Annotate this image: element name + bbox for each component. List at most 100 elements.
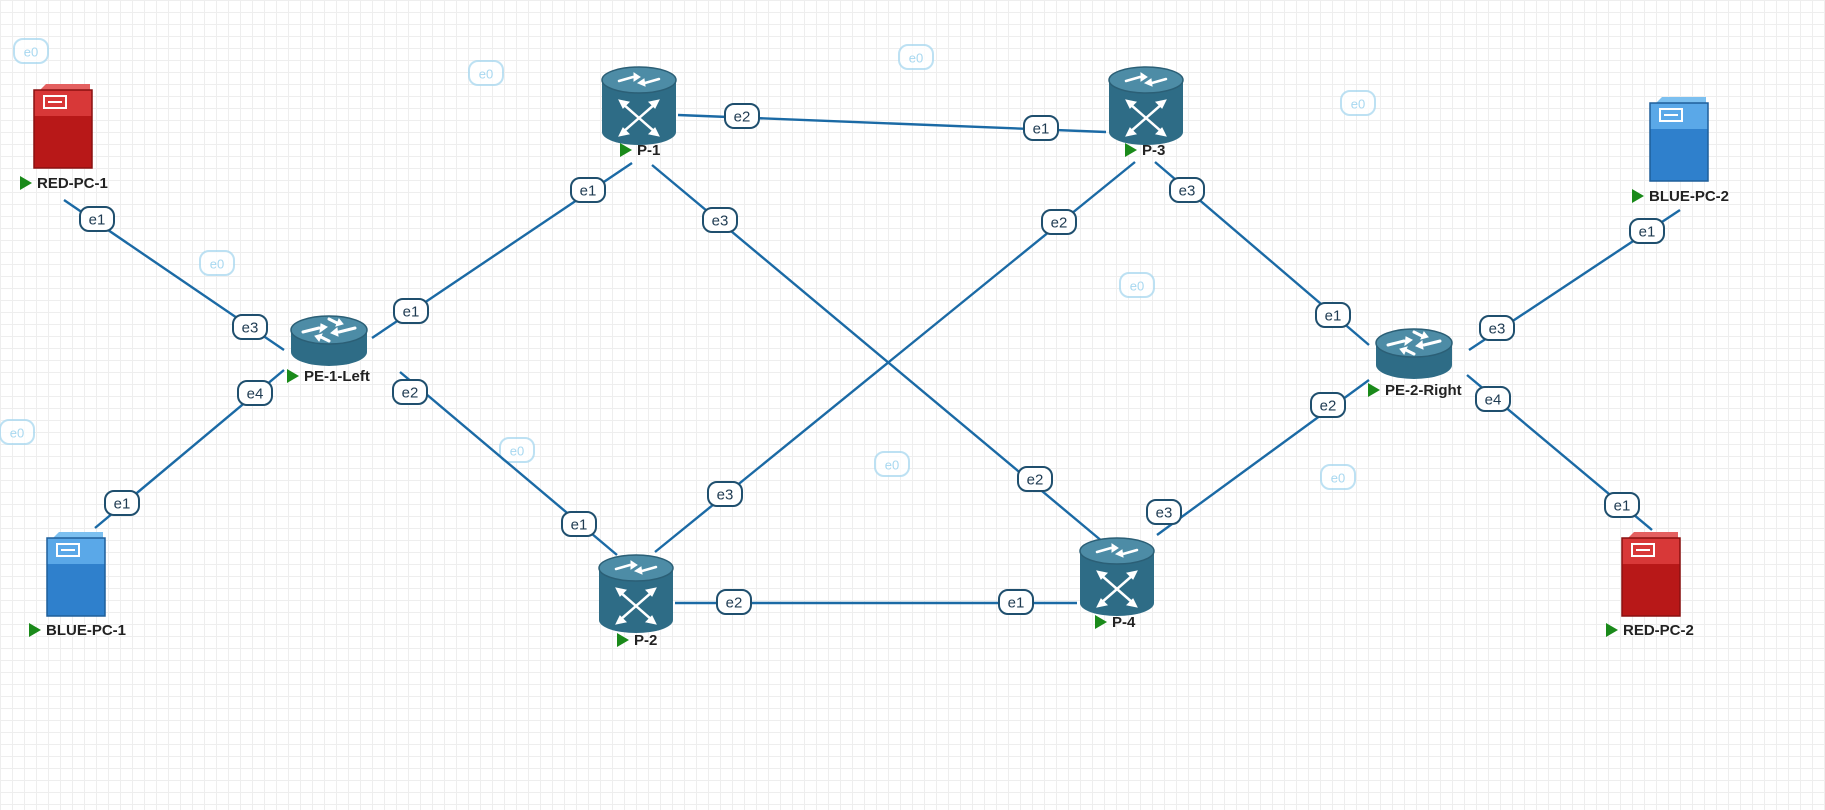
- unconnected-port-badge[interactable]: e0: [468, 60, 504, 86]
- port-label: e1: [1033, 121, 1050, 138]
- node-red-pc-2[interactable]: RED-PC-2: [1606, 531, 1694, 639]
- play-icon[interactable]: [1632, 189, 1644, 203]
- pc-icon[interactable]: [1621, 531, 1681, 617]
- port-label: e0: [885, 458, 899, 473]
- port-label: e0: [210, 257, 224, 272]
- pc-icon[interactable]: [46, 531, 106, 617]
- play-icon[interactable]: [617, 633, 629, 647]
- unconnected-port-badge[interactable]: e0: [874, 451, 910, 477]
- port-label: e2: [734, 109, 751, 126]
- port-badge-p-2-e1[interactable]: e1: [561, 511, 597, 537]
- router-icon[interactable]: [1374, 327, 1454, 381]
- port-label: e2: [1320, 398, 1337, 415]
- core-switch-icon[interactable]: [1078, 536, 1156, 618]
- play-icon[interactable]: [287, 369, 299, 383]
- play-icon[interactable]: [1095, 615, 1107, 629]
- port-badge-red-pc-2-e1[interactable]: e1: [1604, 492, 1640, 518]
- port-label: e4: [247, 386, 264, 403]
- port-badge-pe-1-left-e3[interactable]: e3: [232, 314, 268, 340]
- port-label: e3: [1156, 505, 1173, 522]
- unconnected-port-badge[interactable]: e0: [1340, 90, 1376, 116]
- port-badge-p-1-e3[interactable]: e3: [702, 207, 738, 233]
- node-p-2[interactable]: P-2: [597, 553, 675, 649]
- port-label: e0: [10, 426, 24, 441]
- node-p-1[interactable]: P-1: [600, 65, 678, 159]
- port-badge-blue-pc-1-e1[interactable]: e1: [104, 490, 140, 516]
- port-badge-p-1-e1[interactable]: e1: [570, 177, 606, 203]
- play-icon[interactable]: [20, 176, 32, 190]
- port-badge-pe-2-right-e4[interactable]: e4: [1475, 386, 1511, 412]
- node-red-pc-1[interactable]: RED-PC-1: [20, 83, 108, 192]
- router-icon[interactable]: [289, 314, 369, 368]
- port-badge-pe-1-left-e1[interactable]: e1: [393, 298, 429, 324]
- node-label: PE-2-Right: [1385, 382, 1462, 399]
- port-label: e0: [1331, 471, 1345, 486]
- port-label: e1: [571, 517, 588, 534]
- pc-icon[interactable]: [1649, 96, 1709, 182]
- node-blue-pc-1[interactable]: BLUE-PC-1: [29, 531, 126, 639]
- port-label: e2: [1051, 215, 1068, 232]
- unconnected-port-badge[interactable]: e0: [0, 419, 35, 445]
- port-badge-p-2-e2[interactable]: e2: [716, 589, 752, 615]
- node-label: BLUE-PC-2: [1649, 188, 1729, 205]
- unconnected-port-badge[interactable]: e0: [898, 44, 934, 70]
- port-label: e2: [402, 385, 419, 402]
- port-label: e3: [242, 320, 259, 337]
- port-label: e1: [1008, 595, 1025, 612]
- port-label: e3: [1489, 321, 1506, 338]
- port-label: e2: [1027, 472, 1044, 489]
- node-label: RED-PC-1: [37, 175, 108, 192]
- unconnected-port-badge[interactable]: e0: [13, 38, 49, 64]
- play-icon[interactable]: [1125, 143, 1137, 157]
- unconnected-port-badge[interactable]: e0: [1119, 272, 1155, 298]
- core-switch-icon[interactable]: [600, 65, 678, 147]
- port-label: e1: [403, 304, 420, 321]
- node-p-3[interactable]: P-3: [1107, 65, 1185, 159]
- port-label: e0: [1130, 279, 1144, 294]
- node-blue-pc-2[interactable]: BLUE-PC-2: [1632, 96, 1729, 205]
- port-label: e0: [24, 45, 38, 60]
- port-label: e2: [726, 595, 743, 612]
- unconnected-port-badge[interactable]: e0: [199, 250, 235, 276]
- play-icon[interactable]: [1368, 383, 1380, 397]
- port-badge-p-3-e1[interactable]: e1: [1023, 115, 1059, 141]
- port-badge-p-3-e3[interactable]: e3: [1169, 177, 1205, 203]
- port-badge-p-2-e3[interactable]: e3: [707, 481, 743, 507]
- port-badge-p-4-e2[interactable]: e2: [1017, 466, 1053, 492]
- unconnected-port-badge[interactable]: e0: [1320, 464, 1356, 490]
- port-badge-p-4-e1[interactable]: e1: [998, 589, 1034, 615]
- core-switch-icon[interactable]: [597, 553, 675, 635]
- core-switch-icon[interactable]: [1107, 65, 1185, 147]
- port-label: e1: [1614, 498, 1631, 515]
- play-icon[interactable]: [29, 623, 41, 637]
- node-label: P-3: [1142, 142, 1165, 159]
- play-icon[interactable]: [1606, 623, 1618, 637]
- node-pe-1-left[interactable]: PE-1-Left: [287, 314, 370, 385]
- port-label: e0: [510, 444, 524, 459]
- play-icon[interactable]: [620, 143, 632, 157]
- port-label: e3: [712, 213, 729, 230]
- port-badge-pe-1-left-e2[interactable]: e2: [392, 379, 428, 405]
- node-label: P-4: [1112, 614, 1136, 631]
- node-p-4[interactable]: P-4: [1078, 536, 1156, 631]
- port-badge-pe-2-right-e3[interactable]: e3: [1479, 315, 1515, 341]
- node-label: RED-PC-2: [1623, 622, 1694, 639]
- port-badge-red-pc-1-e1[interactable]: e1: [79, 206, 115, 232]
- node-pe-2-right[interactable]: PE-2-Right: [1368, 327, 1462, 399]
- port-label: e0: [479, 67, 493, 82]
- port-badge-blue-pc-2-e1[interactable]: e1: [1629, 218, 1665, 244]
- node-label: PE-1-Left: [304, 368, 370, 385]
- port-badge-p-4-e3[interactable]: e3: [1146, 499, 1182, 525]
- node-label: P-2: [634, 632, 657, 649]
- port-badge-p-1-e2[interactable]: e2: [724, 103, 760, 129]
- port-badge-pe-2-right-e1[interactable]: e1: [1315, 302, 1351, 328]
- port-badge-p-3-e2[interactable]: e2: [1041, 209, 1077, 235]
- pc-icon[interactable]: [33, 83, 93, 169]
- port-badge-pe-1-left-e4[interactable]: e4: [237, 380, 273, 406]
- port-label: e1: [580, 183, 597, 200]
- port-label: e1: [89, 212, 106, 229]
- port-label: e0: [909, 51, 923, 66]
- unconnected-port-badge[interactable]: e0: [499, 437, 535, 463]
- port-badge-pe-2-right-e2[interactable]: e2: [1310, 392, 1346, 418]
